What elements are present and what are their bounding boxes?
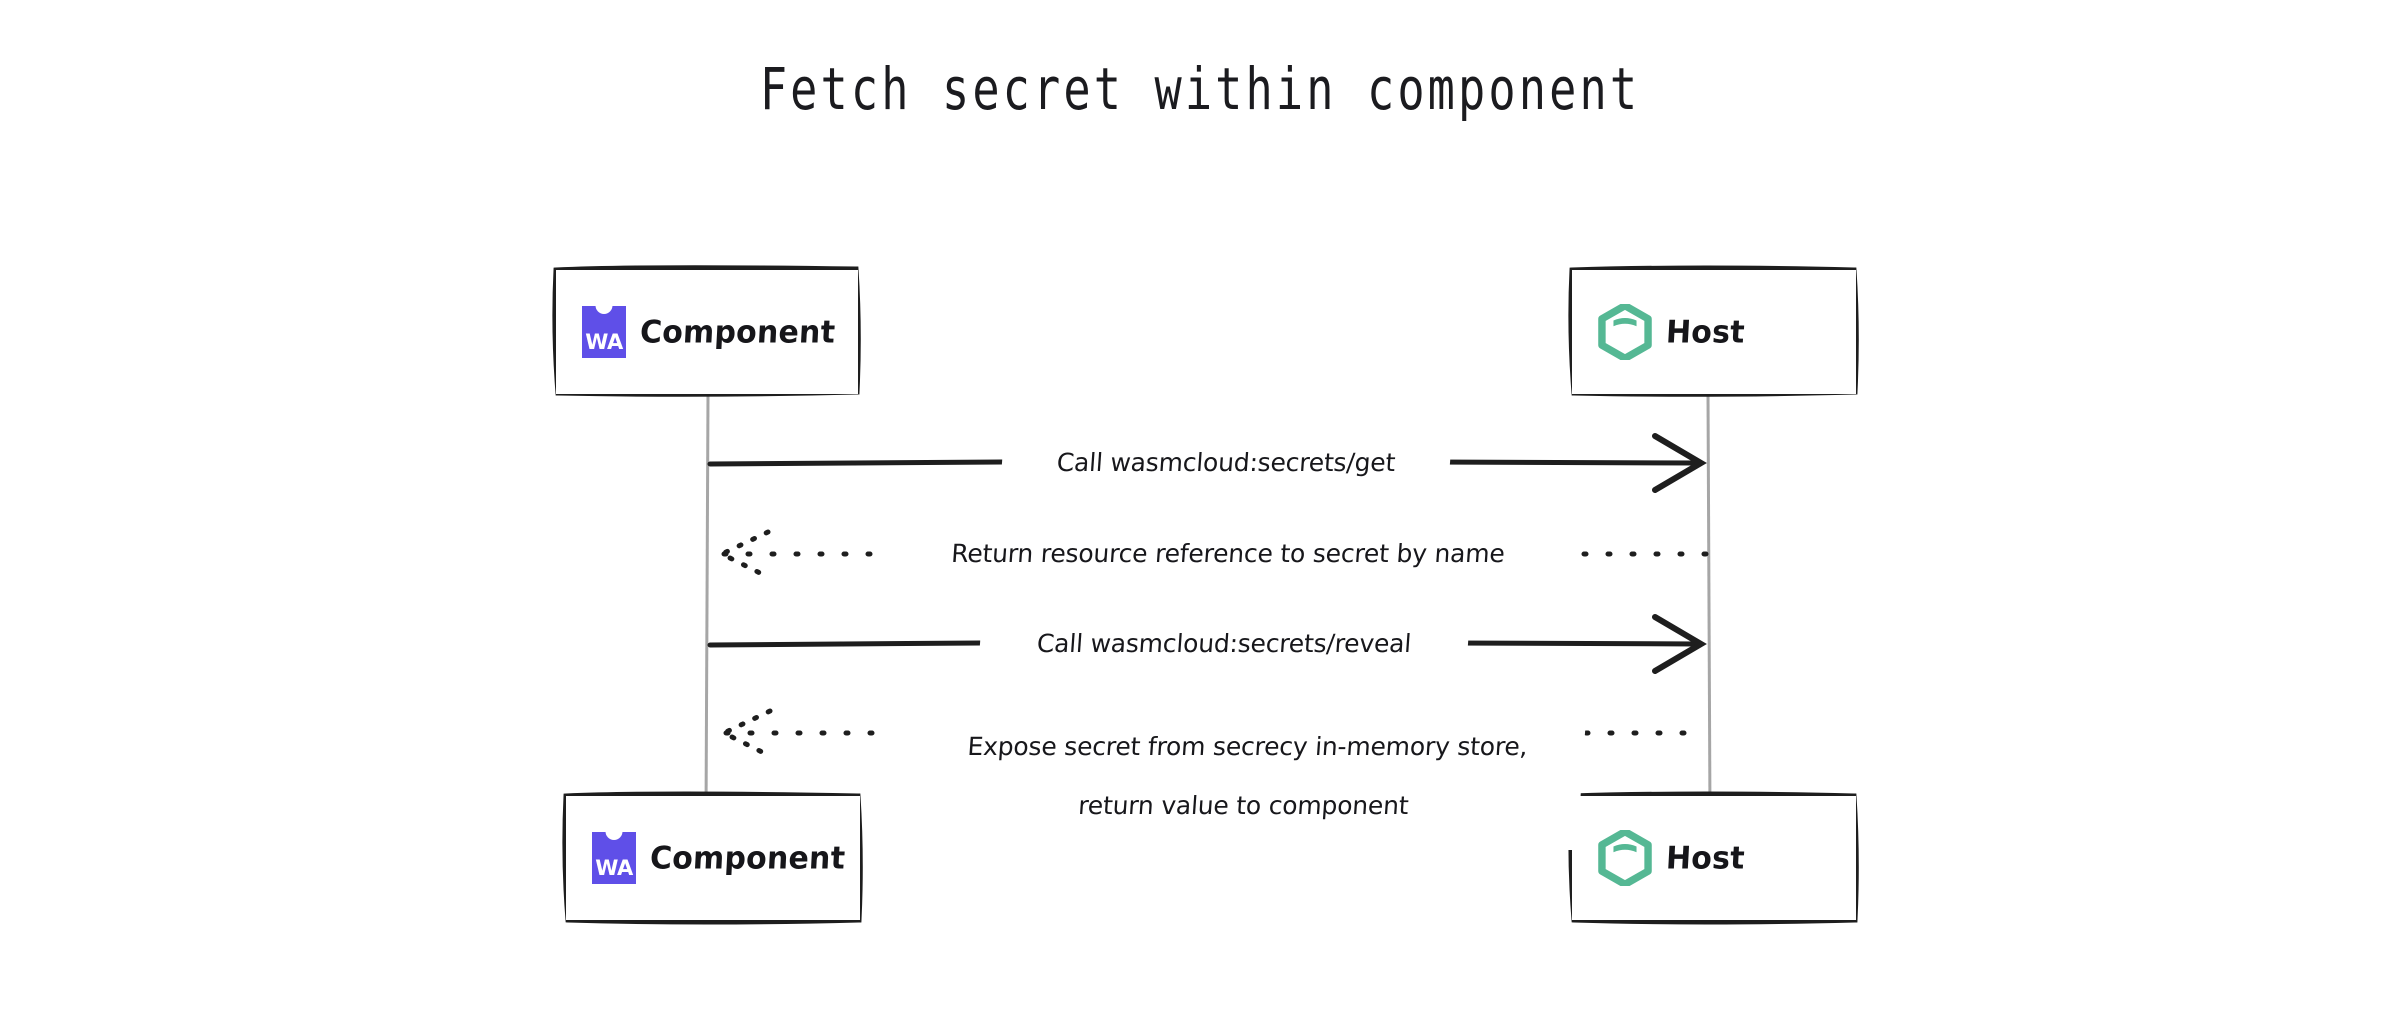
- participant-component-bottom[interactable]: WA Component: [566, 796, 860, 920]
- wasmcloud-hexagon-logo-icon: [1598, 304, 1652, 360]
- webassembly-logo-text: WA: [595, 856, 633, 880]
- lifeline-host: [1706, 393, 1712, 817]
- lifeline-component: [704, 393, 710, 817]
- participant-label-host: Host: [1665, 313, 1746, 351]
- message-label-2: Return resource reference to secret by n…: [874, 539, 1582, 569]
- webassembly-logo-icon: WA: [582, 306, 626, 358]
- participant-label-host: Host: [1665, 839, 1746, 877]
- webassembly-logo-text: WA: [585, 330, 623, 354]
- message-label-4-line-2: return value to component: [1077, 790, 1410, 820]
- participant-label-component: Component: [649, 839, 847, 877]
- participant-component-top[interactable]: WA Component: [556, 270, 858, 394]
- wasmcloud-hexagon-logo-icon: [1598, 830, 1652, 886]
- message-label-4: Expose secret from secrecy in-memory sto…: [872, 702, 1588, 850]
- page-title: Fetch secret within component: [759, 55, 1641, 123]
- participant-host-bottom[interactable]: Host: [1572, 796, 1856, 920]
- participant-host-top[interactable]: Host: [1572, 270, 1856, 394]
- message-label-3: Call wasmcloud:secrets/reveal: [978, 629, 1470, 659]
- message-label-4-line-1: Expose secret from secrecy in-memory sto…: [966, 731, 1529, 761]
- participant-label-component: Component: [639, 313, 837, 351]
- message-label-1: Call wasmcloud:secrets/get: [1000, 448, 1452, 478]
- webassembly-logo-icon: WA: [592, 832, 636, 884]
